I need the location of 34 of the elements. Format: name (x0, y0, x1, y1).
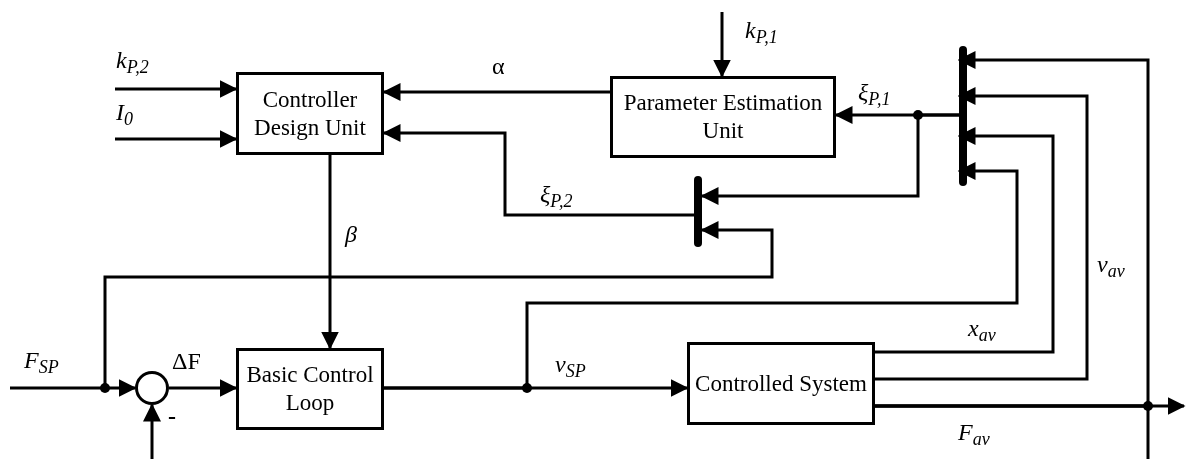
arrow (143, 403, 161, 459)
block-box (236, 348, 384, 430)
edge-label: v$_{SP}$ (555, 352, 586, 376)
arrow (382, 83, 610, 101)
minus-sign: - (168, 404, 176, 428)
arrow (321, 155, 339, 350)
block-box (687, 342, 875, 425)
block-label: Parameter Estimation Unit (622, 89, 824, 145)
arrow (10, 379, 137, 397)
arrow (700, 113, 959, 205)
edge-label: F$_{av}$ (958, 420, 990, 444)
edge-label: ΔF (172, 349, 201, 373)
edge-label: β (345, 222, 357, 246)
edge-label: x$_{av}$ (968, 316, 996, 340)
summing-junction (135, 371, 169, 405)
arrow (875, 127, 1055, 354)
arrow (384, 162, 1019, 390)
multiplexer-bar (959, 46, 967, 186)
edge-label: I$_{0}$ (116, 100, 133, 124)
arrow (169, 379, 238, 397)
block-label: Controlled System (694, 369, 868, 398)
arrow (713, 12, 731, 78)
edge-label: F$_{SP}$ (24, 348, 59, 372)
edge-label: v$_{av}$ (1097, 252, 1125, 276)
edge-label: α (492, 54, 505, 78)
arrow (875, 87, 1089, 381)
block-box (236, 72, 384, 155)
block-label: Basic Control Loop (245, 361, 375, 417)
block-box (610, 76, 836, 158)
block-label: Controller Design Unit (253, 85, 367, 142)
arrow (115, 130, 238, 148)
arrow (382, 124, 694, 217)
multiplexer-bar (694, 176, 702, 247)
arrow (115, 80, 238, 98)
